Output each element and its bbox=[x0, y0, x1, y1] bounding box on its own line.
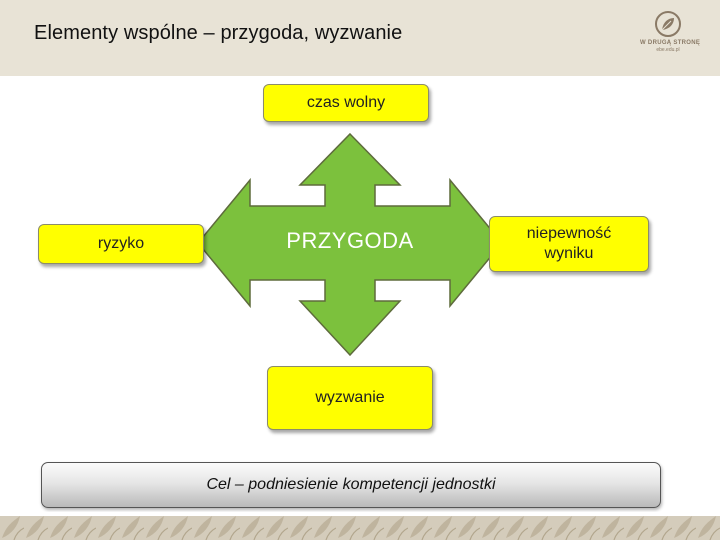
box-top: czas wolny bbox=[263, 84, 429, 122]
footer-strip bbox=[0, 512, 720, 540]
slide-title: Elementy wspólne – przygoda, wyzwanie bbox=[34, 22, 403, 44]
center-label: PRZYGODA bbox=[286, 228, 414, 253]
box-left: ryzyko bbox=[38, 224, 204, 264]
box-bottom: wyzwanie bbox=[267, 366, 433, 430]
quad-arrow-shape bbox=[197, 132, 503, 357]
goal-box: Cel – podniesienie kompetencji jednostki bbox=[41, 462, 661, 508]
box-right: niepewność wyniku bbox=[489, 216, 649, 272]
logo-brand: W DRUGĄ STRONĘ bbox=[640, 40, 701, 46]
title-bar: Elementy wspólne – przygoda, wyzwanie W … bbox=[0, 0, 720, 76]
footer-pattern bbox=[0, 516, 720, 540]
leaf-circle-icon bbox=[655, 11, 681, 37]
logo: W DRUGĄ STRONĘ ebe.edu.pl bbox=[640, 10, 701, 66]
logo-site: ebe.edu.pl bbox=[656, 47, 680, 53]
